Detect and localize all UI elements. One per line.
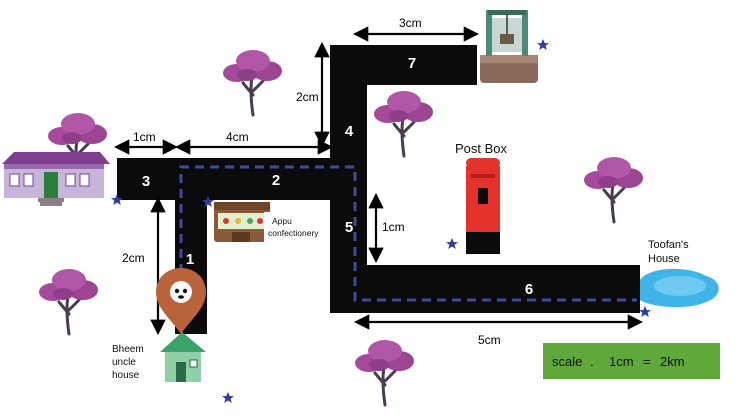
segment-label-3: 3 [142,173,150,190]
dim-label-road-5: 1cm [382,220,405,234]
scale-label: scale [552,354,582,369]
scale-box: scale . 1cm = 2km [543,343,720,379]
scale-right-value: 2km [660,354,685,369]
shop-label-line1: Appu [272,216,292,226]
dim-label-vertical-4: 2cm [296,90,319,104]
star-icon [222,392,234,403]
bheem-house-icon [160,332,206,382]
toofan-house-icon [640,268,719,308]
tree-icon [353,338,416,407]
segment-label-7: 7 [408,55,416,72]
dim-label-road-3: 1cm [133,130,156,144]
segment-label-2: 2 [272,172,280,189]
dim-label-road-2: 4cm [226,130,249,144]
road-3-2 [117,158,367,200]
location-pin-icon [156,268,206,334]
shop-label-bg [264,212,330,242]
dim-label-top: 3cm [399,16,422,30]
toofan-label-line1: Toofan's [648,239,689,251]
star-icon [639,306,651,317]
scale-left-value: 1cm [609,354,634,369]
tree-icon [221,48,284,117]
well-icon [480,10,538,83]
scale-separator: . [590,354,594,369]
segment-label-5: 5 [345,219,353,236]
segment-label-4: 4 [345,123,354,140]
star-icon [446,238,458,249]
toofan-label-line2: House [648,253,680,265]
house-left-icon [2,152,110,206]
star-icon [537,39,549,50]
segment-label-6: 6 [525,281,533,298]
bheem-label-line3: house [112,370,140,381]
dim-label-road-1: 2cm [122,251,145,265]
roads [117,45,640,334]
dim-label-road-6: 5cm [478,333,501,347]
tree-icon [372,89,435,158]
road-6 [330,265,640,313]
segment-label-1: 1 [186,251,194,268]
tree-icon [582,155,645,224]
tree-icon [37,267,100,336]
shop-icon [214,202,270,242]
post-box-icon [466,158,500,254]
bheem-label-line1: Bheem [112,344,144,355]
scale-equals: = [643,354,651,369]
bheem-label-line2: uncle [112,357,136,368]
post-box-label: Post Box [455,141,508,156]
shop-label-line2: confectionery [268,228,319,238]
